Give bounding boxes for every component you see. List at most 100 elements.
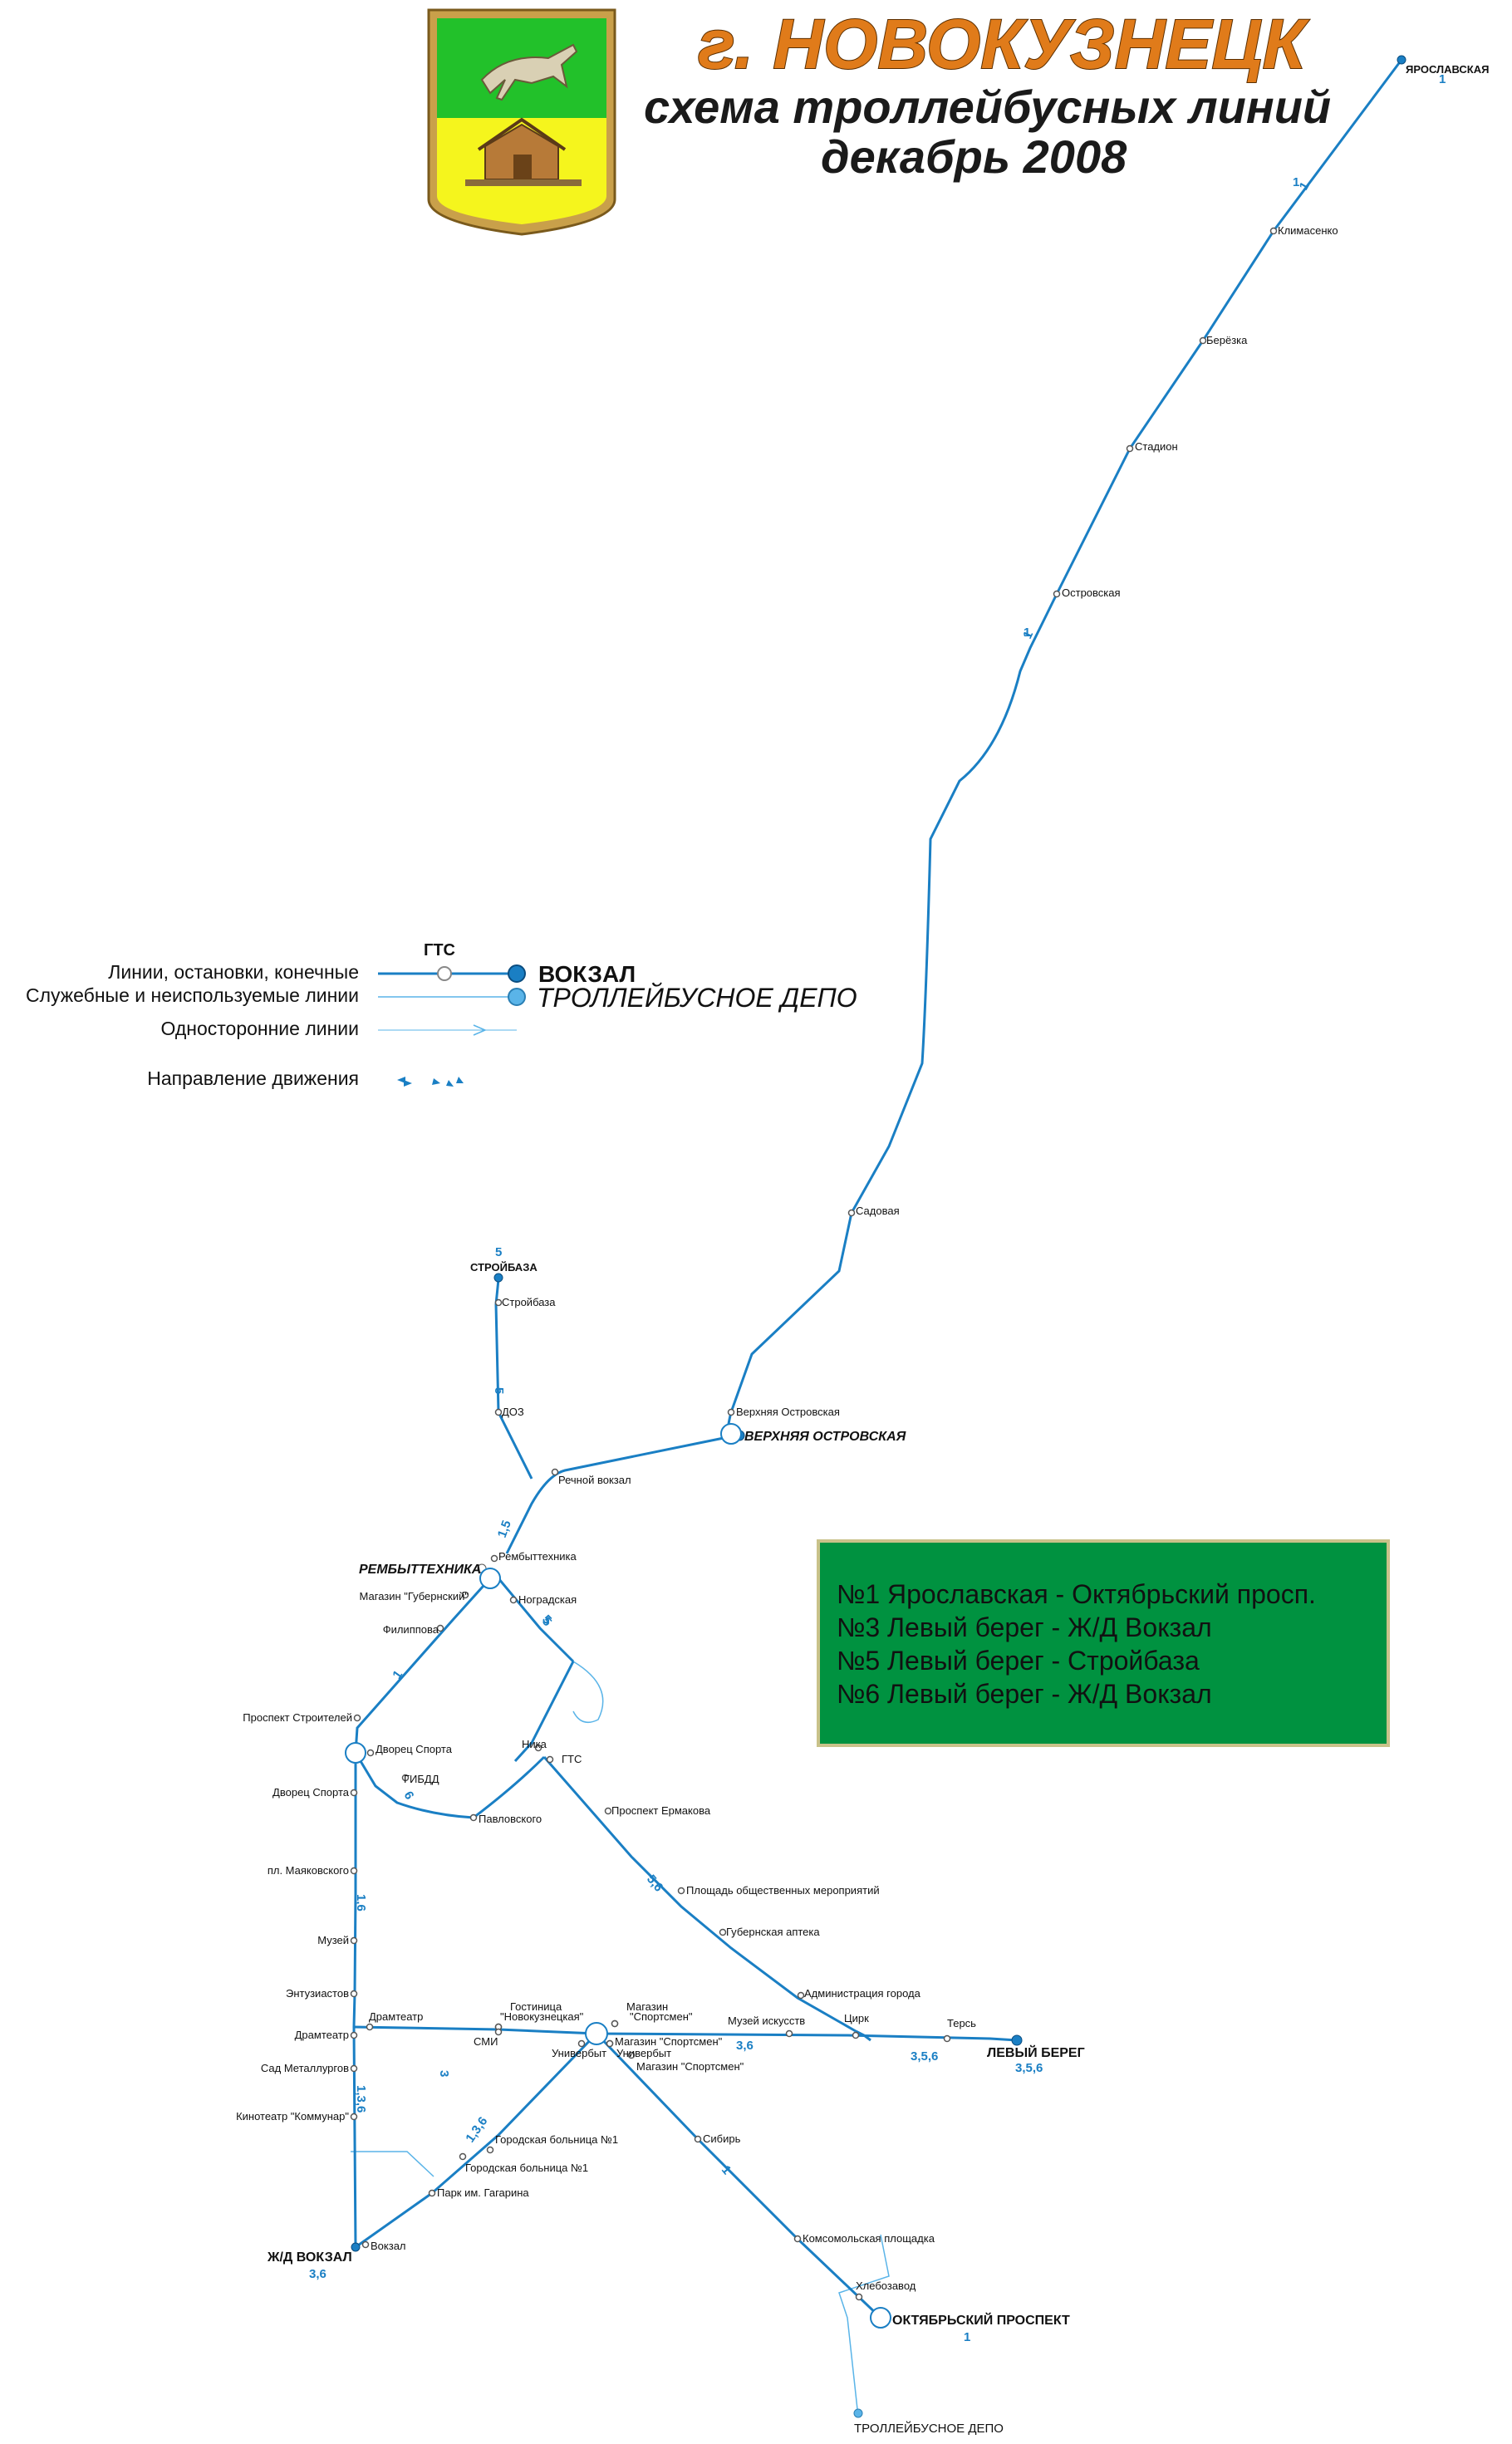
terminal-label: ОКТЯБРЬСКИЙ ПРОСПЕКТ	[892, 2312, 1070, 2328]
coat-of-arms	[427, 8, 616, 236]
stop-marker	[469, 1813, 478, 1822]
stop-marker	[546, 1755, 554, 1764]
legend-oneway-label: Односторонние линии	[160, 1018, 359, 1039]
stop-marker	[350, 1936, 358, 1945]
stop-marker	[486, 2146, 494, 2154]
legend-terminal-example: ВОКЗАЛ	[538, 961, 636, 987]
stop-label: Комсомольская площадка	[803, 2232, 935, 2245]
stop-label: пл. Маяковского	[268, 1864, 349, 1877]
stop-label: Администрация города	[804, 1987, 921, 2000]
hut-icon	[465, 117, 582, 186]
route-number-marker: 1,5	[495, 1519, 514, 1539]
stop-marker	[350, 1990, 358, 1998]
city-title: г. НОВОКУЗНЕЦК	[698, 5, 1310, 83]
terminal-marker	[1397, 55, 1406, 65]
stop-label: Драмтеатр	[295, 2029, 349, 2041]
stop-marker	[1126, 444, 1134, 453]
terminal-marker	[1011, 2034, 1023, 2046]
junction-circle	[870, 2307, 891, 2329]
stop-label: Климасенко	[1278, 224, 1338, 237]
stop-marker	[350, 1867, 358, 1875]
terminal-route-label: 1	[1439, 72, 1446, 86]
stop-marker	[494, 2028, 503, 2036]
stop-marker	[943, 2034, 951, 2043]
terminal-marker	[351, 2242, 361, 2252]
stop-marker	[534, 1744, 542, 1752]
junction-circle	[585, 2022, 608, 2045]
stop-marker	[353, 1714, 361, 1722]
junction-circle	[720, 1423, 742, 1445]
terminal-marker	[493, 1273, 503, 1283]
stop-label: Садовая	[856, 1205, 900, 1217]
stop-label: Рембыттехника	[498, 1550, 577, 1563]
terminal-label: РЕМБЫТТЕХНИКА	[359, 1563, 481, 1577]
junction-circle	[479, 1568, 501, 1589]
route-number-marker: 3,6	[736, 2039, 754, 2053]
map-date: декабрь 2008	[821, 130, 1127, 183]
route-item: №1 Ярославская - Октябрьский просп.	[837, 1579, 1316, 1609]
stop-label: Магазин "Спортсмен"	[636, 2060, 744, 2073]
stop-marker	[401, 1774, 410, 1782]
line-diagonal-sw	[355, 2032, 598, 2249]
terminal-route-label: 5	[495, 1245, 502, 1259]
legend-terminal-marker	[508, 964, 526, 983]
stop-label: Универбыт	[552, 2047, 606, 2059]
stop-marker	[350, 2031, 358, 2039]
stop-label: Дворец Спорта	[376, 1743, 453, 1755]
oneway-arrow-icon	[473, 1024, 487, 1036]
line-west-trunk	[352, 1753, 357, 2248]
line-route-1-loop	[505, 1435, 729, 1554]
stop-label: Верхняя Островская	[736, 1406, 840, 1418]
stop-label: "Новокузнецкая"	[500, 2010, 584, 2023]
line-nika-south	[513, 1661, 575, 1763]
terminal-label: ТРОЛЛЕЙБУСНОЕ ДЕПО	[854, 2421, 1004, 2436]
stop-marker	[366, 2023, 374, 2031]
legend-lines-label: Линии, остановки, конечные	[108, 961, 359, 983]
stop-label: Проспект Ермакова	[611, 1804, 711, 1817]
route-number-marker: 1	[1293, 175, 1299, 189]
stop-marker	[350, 2064, 358, 2073]
route-number-marker: 5	[492, 1387, 506, 1394]
terminal-label: ЯРОСЛАВСКАЯ	[1406, 63, 1489, 76]
stop-label: Павловского	[479, 1813, 542, 1825]
terminal-marker	[853, 2408, 863, 2418]
stop-label: Кинотеатр "Коммунар"	[236, 2110, 349, 2123]
line-nogradskaya	[497, 1578, 575, 1663]
stop-marker	[459, 2152, 467, 2161]
stop-marker	[606, 2039, 614, 2048]
stop-label: Городская больница №1	[495, 2133, 618, 2146]
terminal-markers	[345, 55, 1406, 2418]
stop-label: Гостиница	[510, 2000, 562, 2013]
legend-depot-marker	[508, 988, 526, 1006]
stop-marker	[694, 2135, 702, 2143]
route-number-marker: 1,6	[354, 1894, 368, 1912]
legend-stop-example: ГТС	[424, 941, 455, 959]
stop-label: Универбыт	[616, 2047, 671, 2059]
routes-legend-box: №1 Ярославская - Октябрьский просп. №3 Л…	[817, 1539, 1390, 1747]
stop-label: СМИ	[474, 2035, 498, 2048]
horse-icon	[480, 43, 578, 101]
stop-label: Островская	[1062, 586, 1121, 599]
stop-label: Вокзал	[371, 2240, 406, 2252]
stop-marker	[793, 2235, 802, 2243]
stop-marker	[627, 2051, 636, 2059]
stop-label: Стройбаза	[502, 1296, 556, 1308]
route-number-marker: 5	[539, 1615, 554, 1629]
stop-marker	[350, 1789, 358, 1797]
stop-label: Ника	[522, 1738, 547, 1750]
line-east-west	[353, 2025, 1018, 2042]
line-gts-south	[542, 1756, 857, 2033]
stop-marker	[852, 2031, 860, 2039]
route-number-marker: 1	[390, 1668, 405, 1682]
stop-label: Стадион	[1135, 440, 1178, 453]
route-number-marker: 1	[719, 2163, 734, 2177]
stop-label: Ноградская	[518, 1593, 577, 1606]
stop-marker	[1269, 227, 1278, 235]
stop-label: ГТС	[562, 1753, 582, 1765]
route-number-marker: 3,5,6	[911, 2049, 938, 2064]
stop-marker	[719, 1928, 727, 1936]
route-number-marker: 3	[437, 2070, 451, 2077]
stop-marker	[361, 2240, 370, 2249]
